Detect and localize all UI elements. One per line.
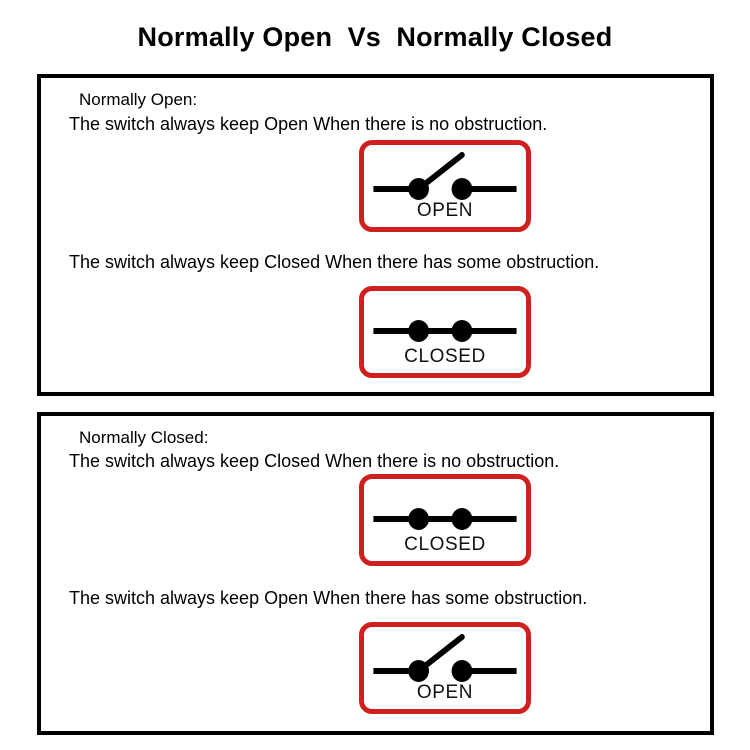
- panel-normally-closed: Normally Closed: The switch always keep …: [37, 412, 714, 735]
- panel-normally-open-heading: Normally Open:: [79, 90, 198, 109]
- panel-normally-open: Normally Open: The switch always keep Op…: [37, 74, 714, 396]
- switch-open-symbol: [373, 634, 517, 682]
- switch-closed-symbol: [373, 320, 517, 342]
- panel-normally-closed-description-some-obstruction: The switch always keep Open When there h…: [69, 588, 588, 608]
- panel-normally-closed-description-no-obstruction: The switch always keep Closed When there…: [69, 451, 560, 471]
- switch-open-symbol: [373, 152, 517, 200]
- switch-state-label: CLOSED: [404, 346, 486, 367]
- switch-state-label: CLOSED: [404, 534, 486, 555]
- switch-diagram-open-1: OPEN: [359, 140, 531, 232]
- panel-normally-open-description-some-obstruction: The switch always keep Closed When there…: [69, 252, 600, 272]
- switch-diagram-closed-1: CLOSED: [359, 286, 531, 378]
- page-title: Normally Open Vs Normally Closed: [137, 22, 613, 52]
- switch-closed-symbol: [373, 508, 517, 530]
- switch-diagram-open-2: OPEN: [359, 622, 531, 714]
- panel-normally-open-description-no-obstruction: The switch always keep Open When there i…: [69, 114, 548, 134]
- panel-normally-closed-heading: Normally Closed:: [79, 428, 209, 447]
- switch-diagram-closed-2: CLOSED: [359, 474, 531, 566]
- switch-state-label: OPEN: [416, 682, 474, 703]
- switch-state-label: OPEN: [416, 200, 474, 221]
